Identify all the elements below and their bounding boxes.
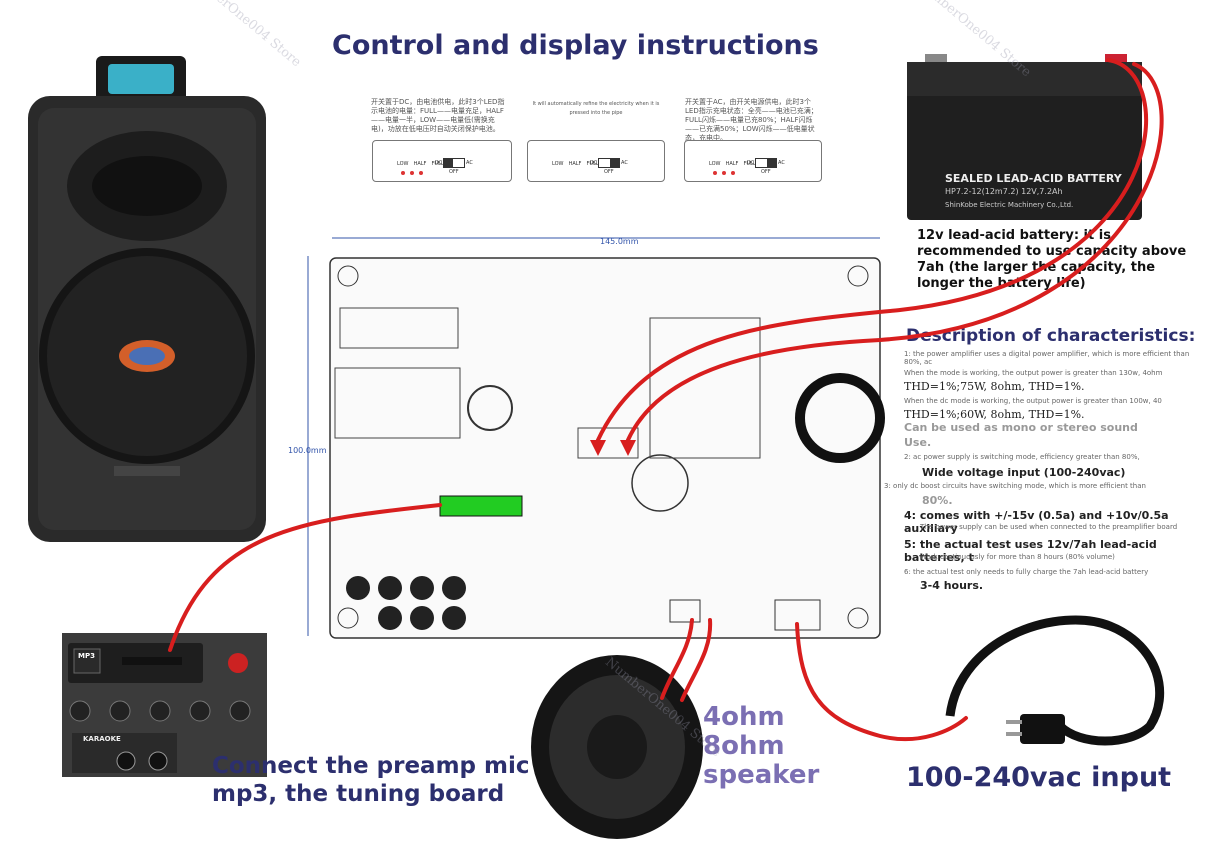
description-line: THD=1%;60W, 8ohm, THD=1%. xyxy=(904,408,1085,421)
led-indicator xyxy=(410,171,415,175)
ac-input-caption: 100-240vac input xyxy=(906,762,1172,793)
off-label: OFF xyxy=(449,169,459,175)
mode-dc-panel: LOW HALF FULL DC AC OFF xyxy=(372,140,512,182)
preamp-board-image xyxy=(62,633,267,777)
speaker-caption-line: 4ohm xyxy=(703,702,785,732)
led-indicator xyxy=(713,171,717,175)
battery-label-line2: HP7.2-12(12m7.2) 12V,7.2Ah xyxy=(945,187,1063,196)
height-dimension-label: 100.0mm xyxy=(288,446,327,455)
speaker-caption-line: speaker xyxy=(703,760,820,790)
dc-label: DC xyxy=(747,160,755,166)
description-line: Wide voltage input (100-240vac) xyxy=(922,466,1126,479)
preamp-caption-line: mp3, the tuning board xyxy=(212,781,505,807)
led-indicator xyxy=(731,171,736,175)
battery-label-line3: ShinKobe Electric Machinery Co.,Ltd. xyxy=(945,201,1074,209)
description-line: 3: only dc boost circuits have switching… xyxy=(884,482,1146,490)
description-line: 80%. xyxy=(922,494,953,507)
dc-label: DC xyxy=(590,160,598,166)
description-line: 5: the actual test uses 12v/7ah lead-aci… xyxy=(904,538,1157,564)
battery-image xyxy=(907,54,1142,220)
led-low-label: LOW xyxy=(709,161,721,167)
power-cord-image xyxy=(945,615,1165,746)
description-line: Work continuously for more than 8 hours … xyxy=(920,553,1115,561)
preamp-caption: Connect the preamp mic mp3, the tuning b… xyxy=(212,752,530,808)
led-half-label: HALF xyxy=(413,161,427,167)
dc-label: DC xyxy=(435,160,443,166)
description-line: Use. xyxy=(904,436,932,449)
width-dimension-label: 145.0mm xyxy=(600,237,639,246)
description-line: 4: comes with +/-15v (0.5a) and +10v/0.5… xyxy=(904,509,1169,535)
description-title: Description of characteristics: xyxy=(906,326,1196,346)
mode-auto-text: It will automatically refine the electri… xyxy=(532,101,660,116)
battery-label-line1: SEALED LEAD-ACID BATTERY xyxy=(945,172,1122,185)
description-line: When the dc mode is working, the output … xyxy=(904,397,1162,405)
led-full-label: FULL xyxy=(431,161,444,167)
mode-auto-panel: LOW HALF FULL DC AC OFF xyxy=(527,140,665,182)
led-half-label: HALF xyxy=(725,161,739,167)
amplifier-board-diagram: 145.0mm 100.0mm xyxy=(288,237,885,639)
led-indicator xyxy=(419,171,424,175)
speaker-caption-line: 8ohm xyxy=(703,731,785,761)
battery-caption: 12v lead-acid battery: it is recommended… xyxy=(917,228,1187,291)
mp3-label: MP3 xyxy=(78,652,95,660)
led-indicator xyxy=(401,171,405,175)
description-line: THD=1%;75W, 8ohm, THD=1%. xyxy=(904,380,1085,393)
mode-ac-panel: LOW HALF FULL DC AC OFF xyxy=(684,140,822,182)
mode-ac-text: 开关置于AC，由开关电源供电，此时3个LED指示充电状态：全亮——电池已充满；F… xyxy=(685,98,818,142)
description-line: 3-4 hours. xyxy=(920,579,984,592)
mode-dc-text: 开关置于DC，由电池供电，此时3个LED指示电池的电量：FULL——电量充足，H… xyxy=(371,98,505,133)
speaker-caption: 4ohm 8ohm speaker xyxy=(703,703,819,790)
mode-switch xyxy=(443,158,465,168)
speaker-cabinet xyxy=(28,56,266,542)
description-line: Can be used as mono or stereo sound xyxy=(904,421,1138,434)
description-line: 6: the actual test only needs to fully c… xyxy=(904,568,1149,576)
led-half-label: HALF xyxy=(568,161,582,167)
led-indicator xyxy=(722,171,727,175)
speaker-driver-image xyxy=(531,655,703,839)
ac-label: AC xyxy=(778,160,785,166)
off-label: OFF xyxy=(761,169,771,175)
karaoke-label: KARAOKE xyxy=(83,735,121,743)
mode-switch xyxy=(755,158,777,168)
led-low-label: LOW xyxy=(397,161,409,167)
off-label: OFF xyxy=(604,169,614,175)
description-line: When the mode is working, the output pow… xyxy=(904,369,1163,377)
description-line: The power supply can be used when connec… xyxy=(920,523,1178,531)
page-title: Control and display instructions xyxy=(332,30,819,61)
led-full-label: FULL xyxy=(743,161,756,167)
led-low-label: LOW xyxy=(552,161,564,167)
ac-label: AC xyxy=(621,160,628,166)
led-full-label: FULL xyxy=(586,161,599,167)
preamp-caption-line: Connect the preamp mic xyxy=(212,753,530,779)
description-line: 1: the power amplifier uses a digital po… xyxy=(904,350,1190,366)
mode-switch xyxy=(598,158,620,168)
ac-label: AC xyxy=(466,160,473,166)
description-line: 2: ac power supply is switching mode, ef… xyxy=(904,453,1140,461)
